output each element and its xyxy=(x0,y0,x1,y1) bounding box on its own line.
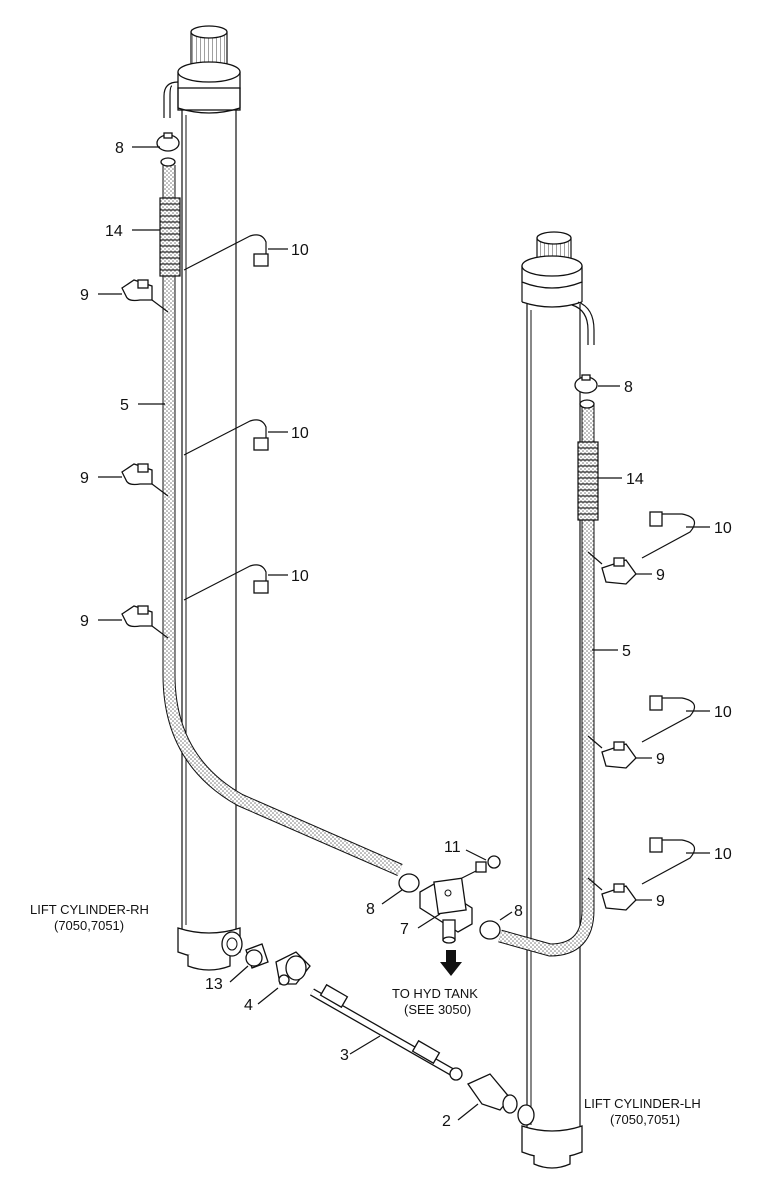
callout-tube: 3 xyxy=(340,1047,349,1064)
callout-lh-hose: 5 xyxy=(622,643,631,660)
callout-lh-tie-3: 10 xyxy=(714,846,732,863)
rh-cylinder-label: LIFT CYLINDER-RH xyxy=(30,902,149,917)
callout-bolt: 11 xyxy=(444,839,461,856)
lift-cylinder-rh xyxy=(163,25,243,971)
fitting xyxy=(467,1073,518,1114)
callout-tee: 7 xyxy=(400,921,409,938)
plug xyxy=(245,943,269,969)
tie-lh xyxy=(641,511,696,885)
callout-rh-hose: 5 xyxy=(120,397,129,414)
clip-rh xyxy=(121,279,153,628)
callout-rh-clip-2: 9 xyxy=(80,470,89,487)
callout-rh-tie-1: 10 xyxy=(291,242,309,259)
callout-tee-clamp-left: 8 xyxy=(366,901,375,918)
callout-lh-clip-2: 9 xyxy=(656,751,665,768)
callout-rh-tie-3: 10 xyxy=(291,568,309,585)
callout-lh-sleeve: 14 xyxy=(626,471,644,488)
callout-valve: 4 xyxy=(244,997,253,1014)
callout-fitting: 2 xyxy=(442,1113,451,1130)
lh-cylinder-codes: (7050,7051) xyxy=(610,1112,680,1127)
valve xyxy=(275,951,311,986)
callout-lh-clamp-top: 8 xyxy=(624,379,633,396)
tank-ref: (SEE 3050) xyxy=(404,1002,471,1017)
callout-rh-clip-1: 9 xyxy=(80,287,89,304)
callout-rh-clamp-top: 8 xyxy=(115,140,124,157)
tee-fitting xyxy=(398,855,501,944)
lh-cylinder-label: LIFT CYLINDER-LH xyxy=(584,1096,701,1111)
callouts: 8 14 9 5 9 9 10 10 10 8 14 10 9 5 10 9 1… xyxy=(80,140,732,1130)
captions: LIFT CYLINDER-RH (7050,7051) LIFT CYLIND… xyxy=(30,902,701,1127)
callout-lh-tie-1: 10 xyxy=(714,520,732,537)
callout-lh-tie-2: 10 xyxy=(714,704,732,721)
tank-label: TO HYD TANK xyxy=(392,986,478,1001)
leader-lines xyxy=(98,146,710,1121)
callout-lh-clip-3: 9 xyxy=(656,893,665,910)
tank-arrow-icon xyxy=(440,950,462,976)
callout-lh-clip-1: 9 xyxy=(656,567,665,584)
callout-tee-clamp-right: 8 xyxy=(514,903,523,920)
callout-plug: 13 xyxy=(205,976,223,993)
clip-lh xyxy=(601,557,637,911)
rh-cylinder-codes: (7050,7051) xyxy=(54,918,124,933)
hose-lh xyxy=(498,374,599,957)
callout-rh-sleeve: 14 xyxy=(105,223,123,240)
tube-assembly xyxy=(310,983,463,1081)
lift-cylinder-lh xyxy=(517,231,595,1169)
callout-rh-tie-2: 10 xyxy=(291,425,309,442)
hose-rh xyxy=(156,132,403,876)
tie-rh xyxy=(183,234,269,601)
callout-rh-clip-3: 9 xyxy=(80,613,89,630)
